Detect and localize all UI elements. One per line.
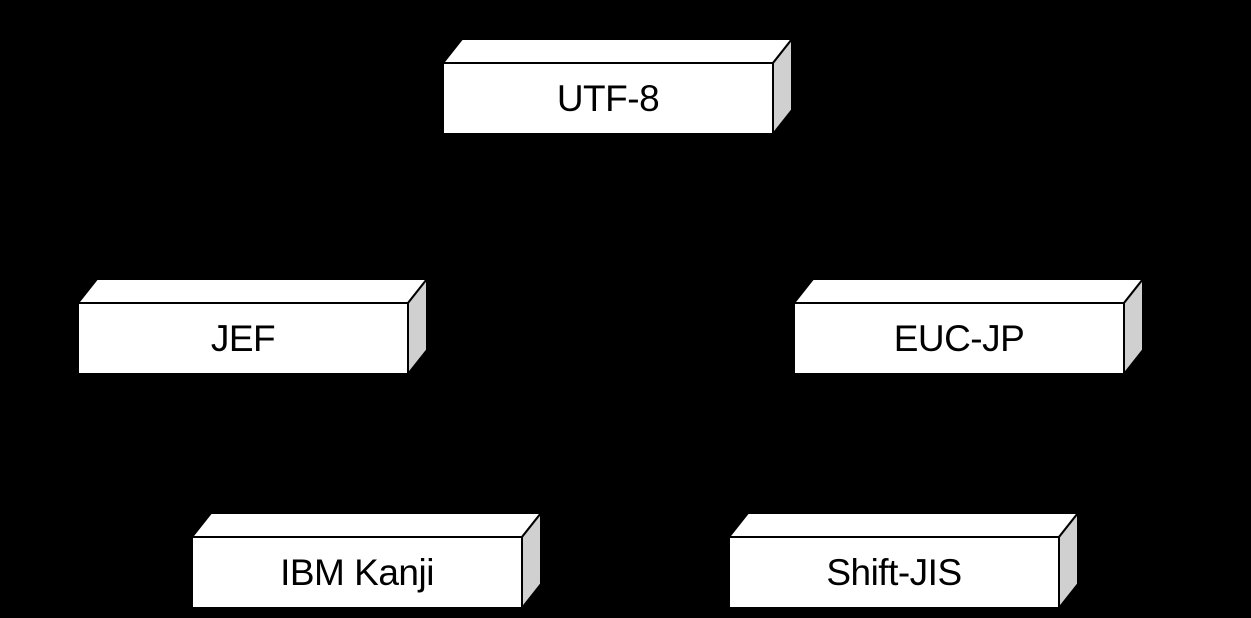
node-shift-jis: Shift-JIS [728, 512, 1079, 609]
cuboid-shape [442, 38, 793, 135]
cuboid-front-face [77, 302, 409, 375]
node-label: IBM Kanji [280, 551, 434, 593]
cuboid-shape [728, 512, 1079, 609]
cuboid-top-face [793, 278, 1144, 304]
cuboid-top-face [77, 278, 428, 304]
cuboid-top-face [191, 512, 542, 538]
node-ibm-kanji: IBM Kanji [191, 512, 542, 609]
cuboid-shape [191, 512, 542, 609]
node-euc-jp: EUC-JP [793, 278, 1144, 375]
node-label: Shift-JIS [826, 551, 962, 593]
cuboid-front-face [191, 536, 523, 609]
cuboid-front-face [793, 302, 1125, 375]
node-utf-8: UTF-8 [442, 38, 793, 135]
cuboid-shape [793, 278, 1144, 375]
cuboid-shape [77, 278, 428, 375]
cuboid-front-face [442, 62, 774, 135]
cuboid-front-face [728, 536, 1060, 609]
node-label: EUC-JP [893, 317, 1025, 359]
node-label: UTF-8 [556, 77, 660, 119]
node-label: JEF [210, 317, 276, 359]
node-jef: JEF [77, 278, 428, 375]
cuboid-top-face [728, 512, 1079, 538]
cuboid-top-face [442, 38, 793, 64]
